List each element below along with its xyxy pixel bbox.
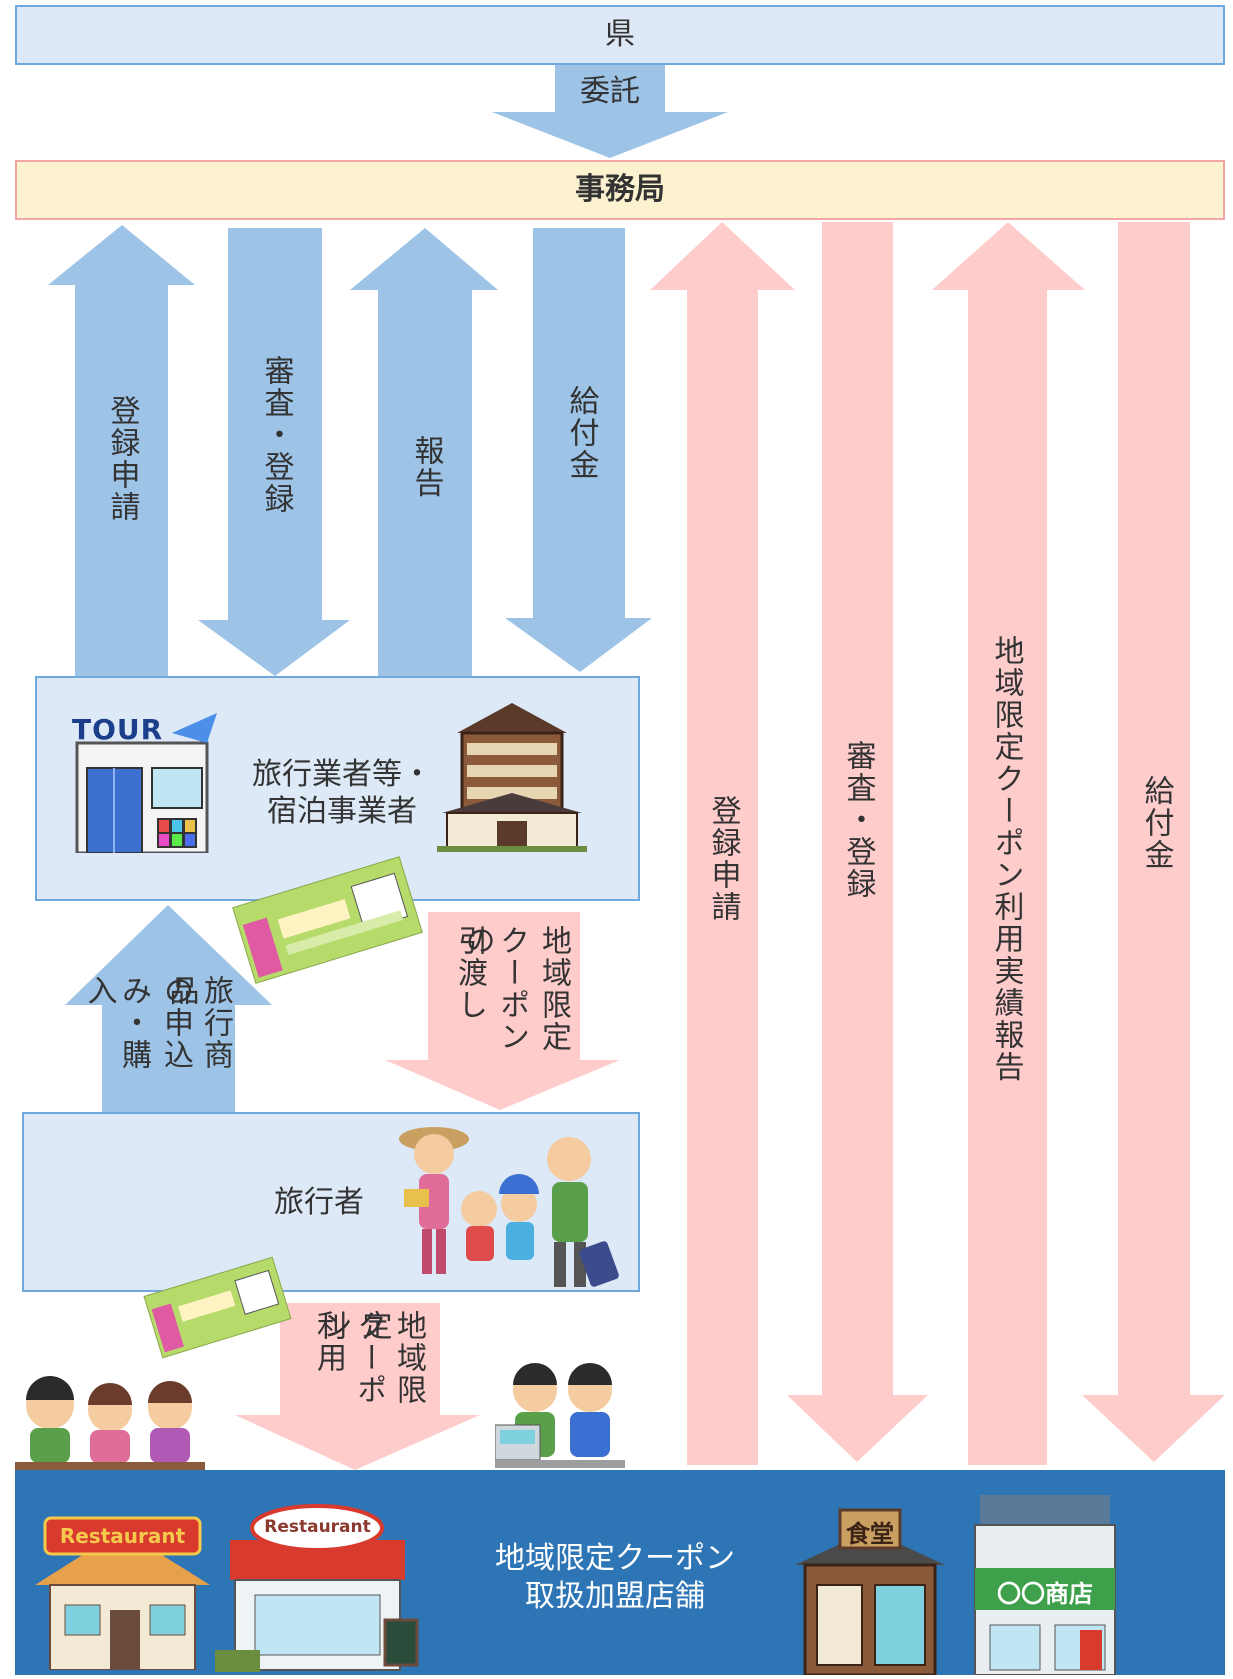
secretariat-label: 事務局 — [575, 172, 665, 208]
prefecture-label: 県 — [605, 17, 635, 53]
purchase-line1: 旅行商品 — [163, 975, 234, 1071]
restaurant2-illustration: Restaurant — [215, 1500, 425, 1675]
ryokan-illustration — [437, 703, 587, 853]
label-review-register-right: 審査・登録 — [840, 740, 876, 900]
use-line3: 利用 — [311, 1310, 346, 1374]
prefecture-box: 県 — [15, 5, 1225, 65]
handover-line3: 引渡し — [452, 925, 487, 1021]
coupon-handover-label: 地域限定 クーポンの 引渡し — [440, 925, 571, 1075]
stores-label: 地域限定クーポン 取扱加盟店舗 — [465, 1535, 765, 1620]
restaurant1-illustration: Restaurant — [30, 1510, 215, 1671]
diners-illustration — [15, 1370, 205, 1470]
coupon-use-label: 地域限定 クーポン 利用 — [300, 1310, 427, 1430]
travelers-illustration — [394, 1114, 624, 1294]
use-line1: 地域限定 — [356, 1310, 427, 1406]
restaurant1-sign: Restaurant — [59, 1524, 186, 1548]
operators-line1: 旅行業者等・ — [252, 756, 432, 792]
purchase-line3: み・購入 — [81, 975, 152, 1071]
traveler-box: 旅行者 — [22, 1112, 640, 1292]
arrow-report-left — [350, 228, 498, 676]
tour-sign: TOUR — [72, 713, 164, 746]
stores-line1: 地域限定クーポン — [495, 1541, 735, 1576]
label-coupon-report-right: 地域限定クーポン利用実績報告 — [988, 635, 1024, 1083]
shop-illustration: 〇〇商店 — [970, 1490, 1120, 1676]
traveler-label: 旅行者 — [274, 1185, 364, 1220]
arrow-purchase — [65, 905, 272, 1112]
coupon-ticket-illustration — [230, 854, 425, 986]
entrust-label: 委託 — [580, 74, 640, 110]
label-review-register-left: 審査・登録 — [258, 355, 294, 515]
arrow-coupon-report-right — [932, 222, 1085, 1465]
arrow-coupon-use — [235, 1303, 480, 1470]
operators-box: 旅行業者等・ 宿泊事業者 TOUR — [35, 676, 640, 901]
stores-band: 地域限定クーポン 取扱加盟店舗 Restaurant Restaurant — [15, 1470, 1225, 1677]
shop-clerks-illustration — [494, 1355, 625, 1470]
handover-line2: クーポンの — [459, 925, 530, 1053]
arrow-register-apply-right — [650, 222, 795, 1465]
travel-agency-illustration: TOUR — [67, 713, 217, 855]
operators-label: 旅行業者等・ 宿泊事業者 — [232, 753, 452, 833]
coupon-ticket-illustration-2 — [142, 1255, 293, 1360]
entrust-label-wrap: 委託 — [555, 72, 665, 112]
shokudo-sign: 食堂 — [846, 1520, 894, 1548]
label-subsidy-left: 給付金 — [563, 385, 599, 481]
arrow-subsidy-right — [1082, 222, 1225, 1462]
label-subsidy-right: 給付金 — [1138, 775, 1174, 871]
shop-sign: 〇〇商店 — [997, 1580, 1093, 1608]
label-register-apply-right: 登録申請 — [705, 795, 741, 923]
purchase-line2: の申込 — [158, 975, 193, 1071]
arrow-subsidy-left — [505, 228, 652, 672]
use-line2: クーポン — [316, 1310, 387, 1406]
handover-line1: 地域限定 — [536, 925, 571, 1053]
arrow-review-register-right — [787, 222, 928, 1462]
purchase-label: 旅行商品 の申込 み・購入 — [82, 975, 240, 1100]
restaurant2-sign: Restaurant — [264, 1517, 371, 1537]
arrow-register-apply-left — [48, 225, 195, 676]
stores-line2: 取扱加盟店舗 — [525, 1578, 705, 1614]
arrow-coupon-handover — [385, 912, 620, 1110]
secretariat-box: 事務局 — [15, 160, 1225, 220]
shokudo-illustration: 食堂 — [795, 1505, 945, 1677]
label-register-apply-left: 登録申請 — [104, 395, 140, 523]
operators-line2: 宿泊事業者 — [267, 794, 417, 829]
entrust-arrow — [492, 65, 728, 158]
arrow-review-register-left — [198, 228, 350, 676]
label-report-left: 報告 — [408, 435, 444, 499]
